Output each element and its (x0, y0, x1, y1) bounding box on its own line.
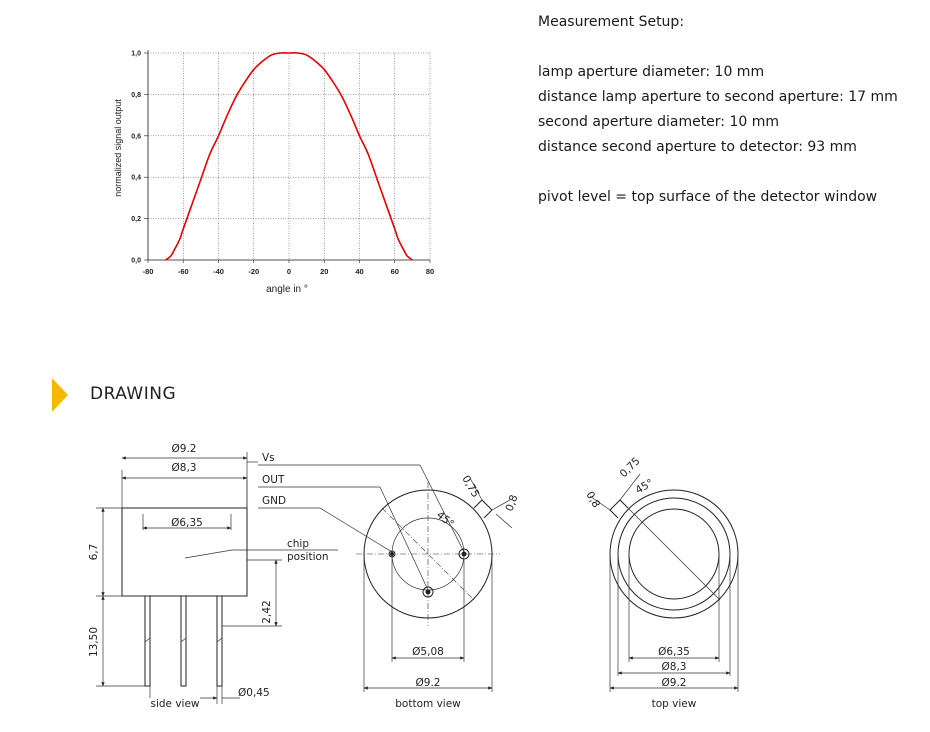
x-tick-label: 20 (320, 267, 328, 276)
top-view: 0,75 0,8 45° Ø6,35 Ø8,3 Ø9.2 top view (583, 455, 739, 710)
chart-ylabel: normalized signal output (113, 99, 123, 197)
y-tick-label: 0,0 (131, 258, 141, 265)
side-d83: Ø8,3 (172, 462, 197, 474)
bottom-d508: Ø5,08 (412, 646, 444, 658)
setup-pivot: pivot level = top surface of the detecto… (538, 189, 878, 205)
pin-gnd: GND (262, 495, 286, 507)
top-d83: Ø8,3 (662, 661, 687, 673)
side-d635: Ø6,35 (171, 517, 203, 529)
pin-out-hole (388, 550, 396, 558)
x-tick-label: -40 (213, 267, 224, 276)
setup-line: distance second aperture to detector: 93… (538, 139, 857, 155)
pin-gnd-hole (422, 586, 434, 598)
top-view-caption: top view (652, 698, 697, 710)
y-tick-label: 1,0 (131, 51, 141, 58)
x-tick-labels: -80 -60 -40 -20 0 20 40 60 80 (143, 260, 434, 276)
x-tick-label: -20 (248, 267, 259, 276)
pin-vs: Vs (262, 452, 275, 464)
setup-line: lamp aperture diameter: 10 mm (538, 64, 765, 80)
side-d92: Ø9.2 (172, 443, 197, 455)
angular-response-chart: -80 -60 -40 -20 0 20 40 60 80 0,0 0,2 0,4 0,6 0,8 1,0… (113, 50, 434, 295)
y-tick-label: 0,8 (131, 92, 141, 99)
y-tick-label: 0,4 (131, 175, 141, 182)
side-d045: Ø0,45 (238, 687, 270, 699)
bottom-view-caption: bottom view (395, 698, 461, 710)
top-tab2: 0,8 (583, 490, 602, 510)
chip-label: position (287, 551, 329, 563)
technical-drawing: Ø9.2 Ø8,3 Ø6,35 chip position Vs OUT GND… (88, 443, 739, 710)
bottom-view: 0,75 0,8 45° Ø5,08 Ø9.2 bottom view (319, 464, 521, 710)
x-tick-label: 40 (355, 267, 363, 276)
chart-grid (147, 50, 431, 261)
y-tick-labels: 0,0 0,2 0,4 0,6 0,8 1,0 (131, 51, 148, 265)
setup-line: second aperture diameter: 10 mm (538, 114, 780, 130)
x-tick-label: -80 (143, 267, 154, 276)
top-d92: Ø9.2 (662, 677, 687, 689)
measurement-setup: Measurement Setup: lamp aperture diamete… (538, 10, 898, 210)
top-tab1: 0,75 (618, 455, 643, 480)
setup-line: distance lamp aperture to second apertur… (538, 89, 898, 105)
bottom-tab1: 0,75 (459, 474, 481, 500)
chip-label: chip (287, 538, 309, 550)
x-tick-label: 80 (426, 267, 434, 276)
side-h67: 6,7 (88, 544, 100, 561)
setup-heading: Measurement Setup: (538, 14, 685, 30)
side-view-caption: side view (150, 698, 199, 710)
x-tick-label: -60 (178, 267, 189, 276)
chart-xlabel: angle in ° (266, 284, 308, 295)
x-tick-label: 0 (287, 267, 291, 276)
bottom-angle: 45° (434, 509, 456, 530)
side-h1350: 13,50 (88, 627, 100, 657)
top-d635: Ø6,35 (658, 646, 690, 658)
pin-out: OUT (262, 474, 285, 486)
pin-vs-hole (458, 548, 470, 560)
side-h242: 2,42 (261, 600, 273, 623)
section-title: DRAWING (90, 384, 177, 404)
chart-series-line (165, 52, 413, 261)
x-tick-label: 60 (391, 267, 399, 276)
bottom-d92: Ø9.2 (416, 677, 441, 689)
bottom-tab2: 0,8 (504, 493, 521, 513)
y-tick-label: 0,2 (131, 216, 141, 223)
section-marker-icon (52, 378, 68, 412)
side-view: Ø9.2 Ø8,3 Ø6,35 chip position Vs OUT GND… (88, 443, 420, 710)
y-tick-label: 0,6 (131, 133, 141, 140)
